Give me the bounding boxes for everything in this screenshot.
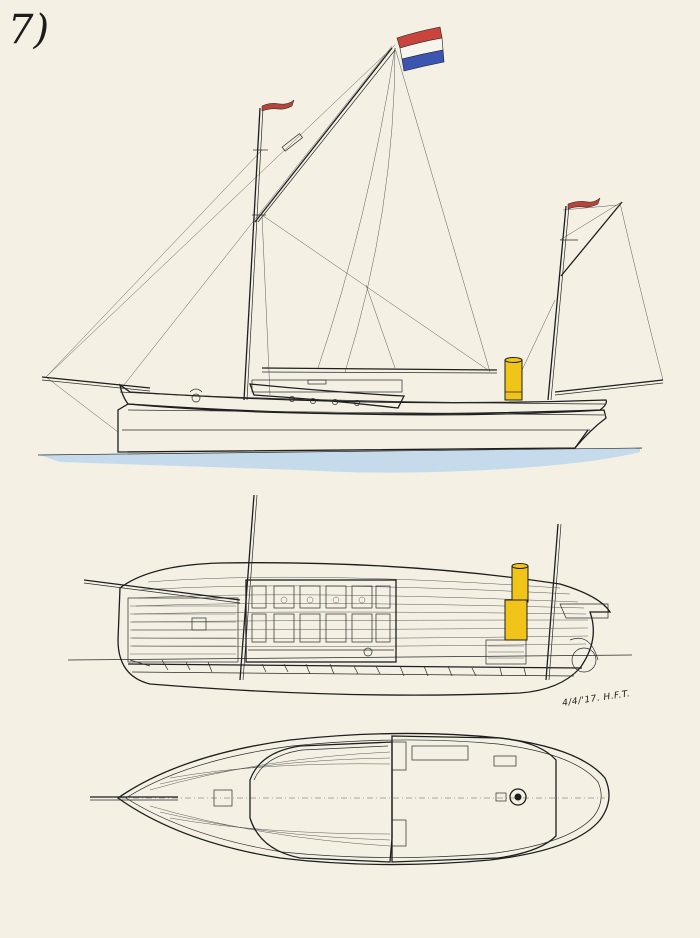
plate-number: 7) (8, 7, 50, 53)
water-line (40, 448, 640, 473)
side-elevation (37, 26, 664, 473)
funnel (504, 357, 523, 401)
deck-plan (90, 732, 610, 866)
mizzen-pennant (567, 197, 601, 210)
main-pennant (261, 99, 295, 112)
section-funnel (504, 563, 529, 641)
dutch-flag (396, 26, 445, 72)
longitudinal-section (67, 494, 633, 696)
